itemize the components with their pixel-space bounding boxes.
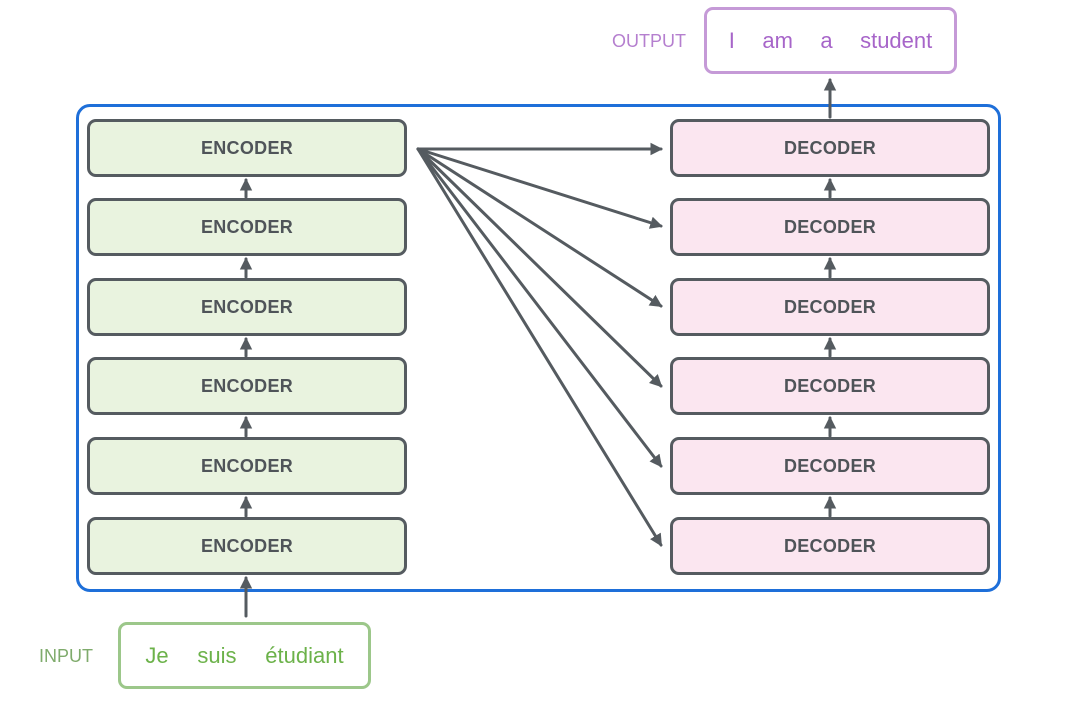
input-word: suis (197, 642, 237, 668)
output-word: I (728, 27, 735, 53)
arrow-encoder-to-decoder-4 (416, 147, 663, 308)
output-word: a (820, 27, 833, 53)
decoder-block-3: DECODER (670, 357, 990, 415)
output-word: am (762, 27, 793, 53)
decoder-block-5: DECODER (670, 198, 990, 256)
input-sentence-box: Je suis étudiant (118, 622, 371, 689)
output-label: OUTPUT (612, 31, 686, 51)
decoder-block-1: DECODER (670, 517, 990, 575)
encoder-block-5: ENCODER (87, 198, 407, 256)
encoder-decoder-stack-frame (76, 104, 1001, 592)
arrow-encoder-to-decoder-5 (416, 147, 663, 229)
encoder-block-6: ENCODER (87, 119, 407, 177)
arrow-encoder-to-decoder-3 (416, 147, 663, 388)
decoder-block-6: DECODER (670, 119, 990, 177)
decoder-block-2: DECODER (670, 437, 990, 495)
input-word: Je (145, 642, 169, 668)
encoder-block-2: ENCODER (87, 437, 407, 495)
arrow-encoder-to-decoder-2 (416, 147, 663, 468)
decoder-block-4: DECODER (670, 278, 990, 336)
arrow-encoder-to-decoder-1 (416, 147, 663, 547)
encoder-block-4: ENCODER (87, 278, 407, 336)
output-sentence-box: I am a student (704, 7, 957, 74)
input-label: INPUT (39, 646, 93, 666)
encoder-block-1: ENCODER (87, 517, 407, 575)
encoder-block-3: ENCODER (87, 357, 407, 415)
input-word: étudiant (265, 642, 344, 668)
output-word: student (860, 27, 933, 53)
